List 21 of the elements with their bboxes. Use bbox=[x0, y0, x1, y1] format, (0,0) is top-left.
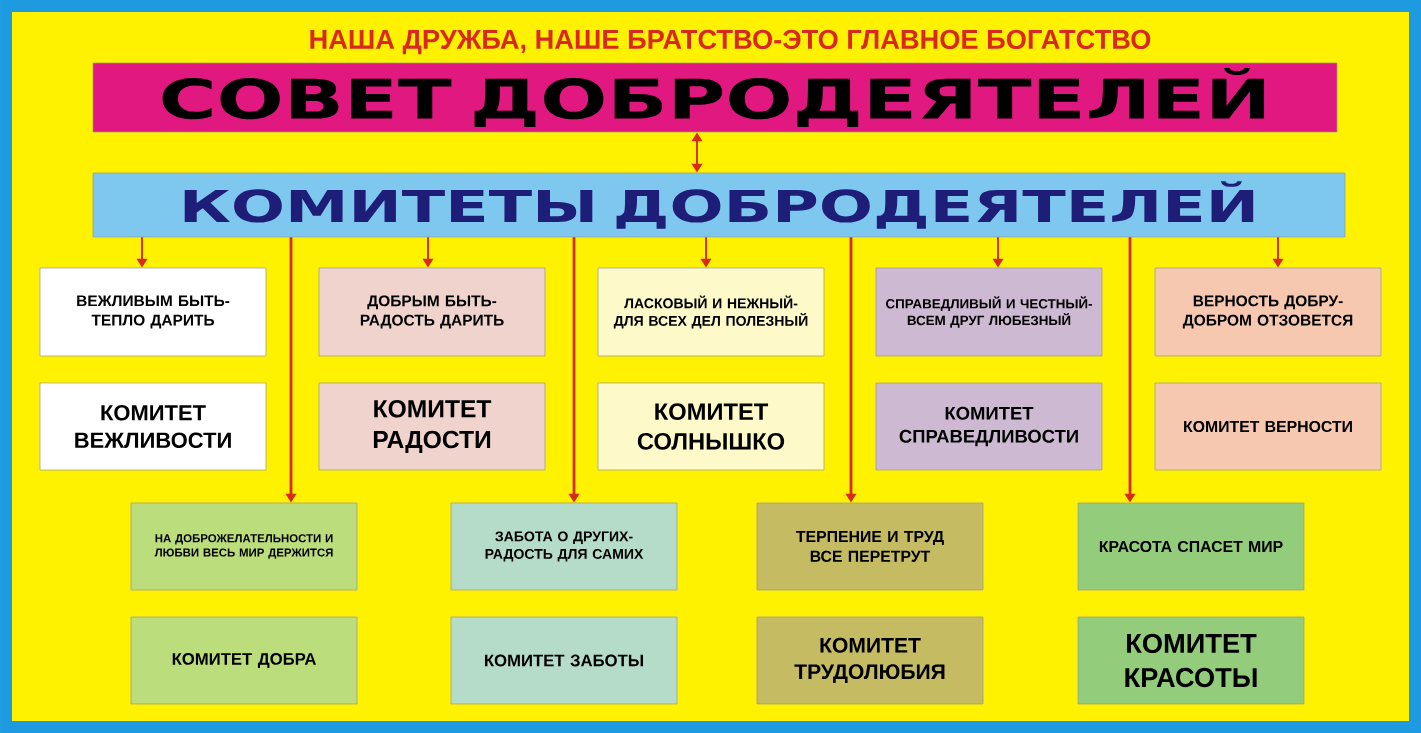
committee-box: КОМИТЕТ ДОБРА bbox=[130, 616, 358, 705]
motto-box: ЗАБОТА О ДРУГИХ- РАДОСТЬ ДЛЯ САМИХ bbox=[450, 502, 678, 591]
committee-box: КОМИТЕТ СПРАВЕДЛИВОСТИ bbox=[875, 382, 1103, 471]
motto-box: ВЕРНОСТЬ ДОБРУ- ДОБРОМ ОТЗОВЕТСЯ bbox=[1154, 267, 1382, 357]
motto-box: ТЕРПЕНИЕ И ТРУД ВСЕ ПЕРЕТРУТ bbox=[756, 502, 984, 591]
committee-box: КОМИТЕТ КРАСОТЫ bbox=[1077, 616, 1305, 705]
committee-box: КОМИТЕТ СОЛНЫШКО bbox=[597, 382, 825, 471]
council-banner: СОВЕТ ДОБРОДЕЯТЕЛЕЙ bbox=[92, 62, 1338, 133]
committee-box: КОМИТЕТ ЗАБОТЫ bbox=[450, 616, 678, 705]
committee-box: КОМИТЕТ ВЕРНОСТИ bbox=[1154, 382, 1382, 471]
motto-box: НА ДОБРОЖЕЛАТЕЛЬНОСТИ И ЛЮБВИ ВЕСЬ МИР ДЕРЖИТСЯ bbox=[130, 502, 358, 591]
motto-box: ВЕЖЛИВЫМ БЫТЬ- ТЕПЛО ДАРИТЬ bbox=[39, 267, 267, 357]
motto-box: ЛАСКОВЫЙ И НЕЖНЫЙ- ДЛЯ ВСЕХ ДЕЛ ПОЛЕЗНЫЙ bbox=[597, 267, 825, 357]
committee-box: КОМИТЕТ РАДОСТИ bbox=[318, 382, 546, 471]
motto-box: КРАСОТА СПАСЕТ МИР bbox=[1077, 502, 1305, 591]
motto-box: СПРАВЕДЛИВЫЙ И ЧЕСТНЫЙ- ВСЕМ ДРУГ ЛЮБЕЗНЫЙ bbox=[875, 267, 1103, 357]
committees-banner: КОМИТЕТЫ ДОБРОДЕЯТЕЛЕЙ bbox=[92, 172, 1346, 238]
motto-box: ДОБРЫМ БЫТЬ- РАДОСТЬ ДАРИТЬ bbox=[318, 267, 546, 357]
committee-box: КОМИТЕТ ТРУДОЛЮБИЯ bbox=[756, 616, 984, 705]
heading: НАША ДРУЖБА, НАШЕ БРАТСТВО-ЭТО ГЛАВНОЕ БОГАТСТВО bbox=[310, 29, 1151, 55]
committee-box: КОМИТЕТ ВЕЖЛИВОСТИ bbox=[39, 382, 267, 471]
